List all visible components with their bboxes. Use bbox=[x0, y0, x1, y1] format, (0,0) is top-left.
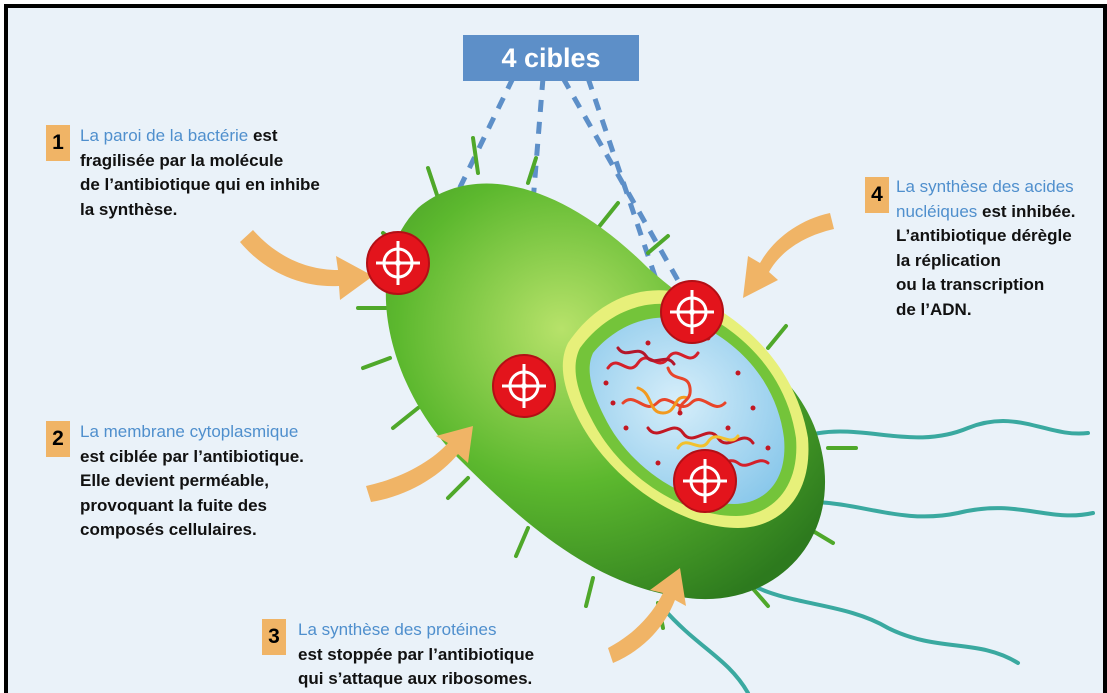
target-marker-3 bbox=[674, 450, 736, 512]
target-2-line-2: Elle devient perméable, bbox=[80, 471, 269, 490]
target-4-highlight: La synthèse des acides bbox=[896, 177, 1074, 196]
target-1-line-2: de l’antibiotique qui en inhibe bbox=[80, 175, 320, 194]
target-2-line-3: provoquant la fuite des bbox=[80, 496, 267, 515]
target-1-line-1: fragilisée par la molécule bbox=[80, 151, 283, 170]
target-4-line-3: ou la transcription bbox=[896, 275, 1044, 294]
bacterium-illustration bbox=[8, 8, 1103, 693]
target-1-number: 1 bbox=[46, 125, 70, 161]
target-2-line-1: est ciblée par l’antibiotique. bbox=[80, 447, 304, 466]
target-4-highlight-2: nucléiques bbox=[896, 202, 977, 221]
target-3-number: 3 bbox=[262, 619, 286, 655]
target-marker-4 bbox=[661, 281, 723, 343]
arrow-target-1 bbox=[240, 230, 373, 300]
target-1-line-3: la synthèse. bbox=[80, 200, 177, 219]
target-2-line-4: composés cellulaires. bbox=[80, 520, 257, 539]
target-3-label: La synthèse des protéines est stoppée pa… bbox=[298, 618, 534, 692]
diagram-frame: 4 cibles 1 La paroi de la bactérie est f… bbox=[4, 4, 1107, 693]
target-3-highlight: La synthèse des protéines bbox=[298, 620, 496, 639]
target-3-line-1: est stoppée par l’antibiotique bbox=[298, 645, 534, 664]
target-4-line-1: L’antibiotique dérègle bbox=[896, 226, 1072, 245]
target-4-line-2: la réplication bbox=[896, 251, 1001, 270]
target-4-label: La synthèse des acides nucléiques est in… bbox=[896, 175, 1076, 322]
arrow-target-4 bbox=[743, 213, 834, 298]
target-1-text-after: est bbox=[248, 126, 277, 145]
target-4-line-4: de l’ADN. bbox=[896, 300, 972, 319]
target-marker-1 bbox=[367, 232, 429, 294]
target-1-highlight: La paroi de la bactérie bbox=[80, 126, 248, 145]
target-marker-2 bbox=[493, 355, 555, 417]
target-3-line-2: qui s’attaque aux ribosomes. bbox=[298, 669, 532, 688]
target-2-highlight: La membrane cytoplasmique bbox=[80, 422, 298, 441]
target-1-label: La paroi de la bactérie est fragilisée p… bbox=[80, 124, 320, 222]
title-box: 4 cibles bbox=[463, 35, 639, 81]
target-4-number: 4 bbox=[865, 177, 889, 213]
target-2-label: La membrane cytoplasmique est ciblée par… bbox=[80, 420, 304, 543]
target-4-text-after: est inhibée. bbox=[977, 202, 1075, 221]
target-2-number: 2 bbox=[46, 421, 70, 457]
